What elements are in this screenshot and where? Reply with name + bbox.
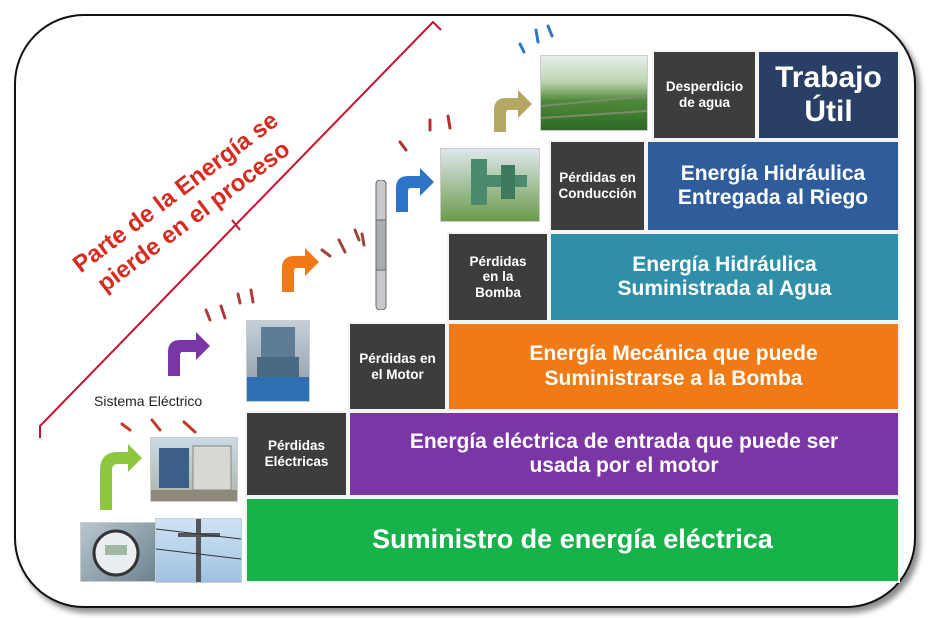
curved-arrow-icon: [100, 90, 532, 510]
loss-electrical: Pérdidas Eléctricas: [245, 411, 348, 497]
electric-meter-photo: [80, 522, 157, 582]
loss-conduction: Pérdidas en Conducción: [549, 140, 646, 232]
power-pole-photo: [155, 518, 242, 583]
stage-mechanical: Energía Mecánica que puede Suministrarse…: [447, 322, 900, 411]
submersible-pump-photo: [370, 180, 392, 310]
bracket-icon: [39, 20, 442, 438]
loss-pump: Pérdidas en la Bomba: [447, 232, 549, 322]
stage-supply: Suministro de energía eléctrica: [245, 497, 900, 583]
loss-motor: Pérdidas en el Motor: [348, 322, 447, 411]
wellhead-photo: [440, 148, 540, 222]
electric-system-label: Sistema Eléctrico: [94, 393, 203, 409]
substation-photo: [150, 437, 238, 502]
stage-hydraulic-irrigation: Energía Hidráulica Entregada al Riego: [646, 140, 900, 232]
loss-water-waste: Desperdicio de agua: [652, 50, 757, 140]
stage-useful-work: Trabajo Útil: [757, 50, 900, 140]
motor-photo: [246, 320, 310, 402]
stage-hydraulic-water: Energía Hidráulica Suministrada al Agua: [549, 232, 900, 322]
sprinkler-field-photo: [540, 55, 648, 131]
stage-electric-input: Energía eléctrica de entrada que puede s…: [348, 411, 900, 497]
loss-arrow-icon: [120, 24, 554, 434]
